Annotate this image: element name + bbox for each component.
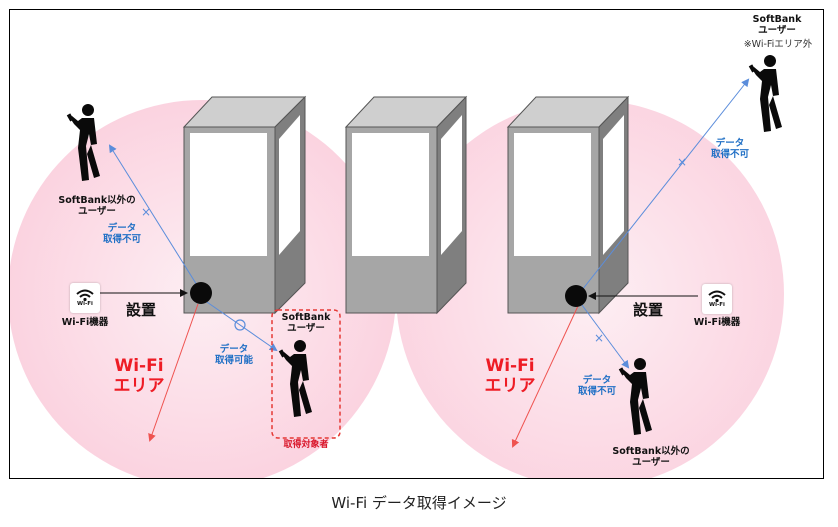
user-sb-label-topright-line2: ユーザー [758, 24, 796, 36]
wifi-icon-right: Wi-Fi [702, 284, 732, 314]
link-right-to-user-sb [581, 78, 750, 291]
link-left-to-user-sb [203, 299, 278, 352]
wifi-area-label-right: Wi-Fi エリア [478, 356, 542, 396]
install-label-right: 設置 [632, 301, 663, 319]
wifi-area-label-left-line1: Wi-Fi [114, 356, 164, 376]
data-available-center-line2: 取得可能 [214, 354, 253, 366]
data-unavailable-bottomright-line1: データ [582, 375, 612, 386]
diagram-frame [9, 9, 824, 479]
target-tag: 取得対象者 [283, 440, 329, 450]
cross-mark-icon-topright: × [677, 155, 687, 169]
wifi-area-label-right-line1: Wi-Fi [485, 356, 535, 376]
walking-person-with-phone-icon-topright [748, 55, 782, 132]
user-nonsb-label-right-line2: ユーザー [632, 456, 670, 468]
data-unavailable-left-line2: 取得不可 [102, 233, 141, 245]
link-right-to-user-nonsb [581, 304, 630, 369]
black-dot-icon-left [190, 282, 212, 304]
user-sb-label-center-line2: ユーザー [287, 322, 325, 334]
user-nonsb-label-left-line2: ユーザー [78, 205, 116, 217]
data-available-label-center: データ 取得可能 [205, 344, 263, 367]
vending-machine-left [182, 95, 307, 315]
wifi-area-label-right-line2: エリア [484, 375, 536, 396]
walking-person-with-phone-icon-left [66, 104, 100, 181]
data-unavailable-label-topright: データ 取得不可 [701, 138, 759, 161]
user-sb-label-topright-line1: SoftBank [752, 14, 802, 25]
user-sb-label-topright: SoftBank ユーザー [745, 14, 809, 37]
walking-person-with-phone-icon-center [278, 340, 312, 417]
wifi-area-label-left: Wi-Fi エリア [107, 356, 171, 396]
user-nonsb-label-left: SoftBank以外の ユーザー [49, 195, 145, 218]
wifi-icon-text-right: Wi-Fi [709, 302, 725, 308]
vending-machine-center [344, 95, 468, 315]
wifi-icon-left: Wi-Fi [70, 283, 100, 313]
data-unavailable-label-left: データ 取得不可 [93, 223, 151, 246]
data-unavailable-topright-line1: データ [715, 138, 745, 149]
data-unavailable-bottomright-line2: 取得不可 [577, 385, 616, 397]
data-unavailable-label-bottomright: データ 取得不可 [568, 375, 626, 398]
figure-caption: Wi-Fi データ取得イメージ [331, 494, 507, 512]
data-unavailable-topright-line2: 取得不可 [710, 148, 749, 160]
walking-person-with-phone-icon-bottomright [618, 358, 652, 435]
wifi-device-label-right: Wi-Fi機器 [693, 317, 741, 328]
user-sb-label-center-line1: SoftBank [281, 312, 331, 323]
target-user-box [271, 309, 341, 439]
wifi-device-label-left: Wi-Fi機器 [61, 317, 109, 328]
user-nonsb-label-right: SoftBank以外の ユーザー [603, 446, 699, 469]
user-nonsb-label-left-line1: SoftBank以外の [58, 195, 136, 206]
range-right [511, 305, 579, 448]
install-label-left: 設置 [125, 301, 156, 319]
cross-mark-icon-bottomright: × [594, 331, 604, 345]
cross-mark-icon-left: × [141, 205, 151, 219]
wifi-icon-text-left: Wi-Fi [77, 301, 93, 307]
user-nonsb-label-right-line1: SoftBank以外の [612, 446, 690, 457]
data-available-center-line1: データ [219, 344, 249, 355]
data-unavailable-left-line1: データ [107, 223, 137, 234]
circle-mark-icon [234, 319, 246, 331]
link-left-to-user-nonsb [108, 144, 201, 291]
wifi-area-label-left-line2: エリア [113, 375, 165, 396]
vending-machine-right [506, 95, 630, 315]
range-left [148, 303, 199, 442]
outside-area-note: ※Wi-Fiエリア外 [743, 39, 813, 50]
black-dot-icon-right [565, 285, 587, 307]
user-sb-label-center: SoftBank ユーザー [276, 312, 336, 335]
